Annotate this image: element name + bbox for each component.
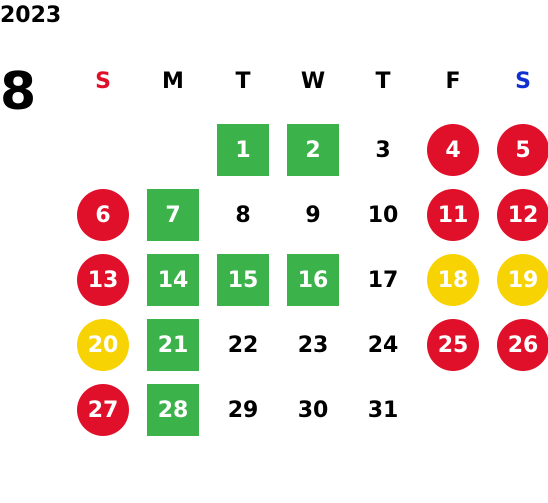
day-cell[interactable]: 4 [427,124,479,176]
day-cell[interactable]: 22 [227,332,259,358]
day-cell[interactable]: 8 [235,202,251,228]
weekday-label: W [300,69,326,94]
weekday-label: M [162,69,184,94]
day-cell[interactable]: 14 [147,254,199,306]
day-cell[interactable]: 23 [297,332,329,358]
day-cell[interactable]: 10 [367,202,399,228]
day-cell[interactable]: 1 [217,124,269,176]
day-cell[interactable]: 7 [147,189,199,241]
calendar-year: 2023 [0,3,62,28]
weekday-label: S [95,69,111,94]
calendar-month: 8 [0,62,37,122]
day-cell[interactable]: 20 [77,319,129,371]
day-cell[interactable]: 18 [427,254,479,306]
day-cell[interactable]: 6 [77,189,129,241]
day-cell[interactable]: 5 [497,124,548,176]
day-cell[interactable]: 19 [497,254,548,306]
day-cell[interactable]: 15 [217,254,269,306]
day-cell[interactable]: 12 [497,189,548,241]
day-cell[interactable]: 26 [497,319,548,371]
weekday-label: T [235,69,251,94]
day-cell[interactable]: 9 [305,202,321,228]
day-cell[interactable]: 25 [427,319,479,371]
day-cell[interactable]: 27 [77,384,129,436]
day-cell[interactable]: 24 [367,332,399,358]
day-cell[interactable]: 30 [297,397,329,423]
weekday-label: F [445,69,461,94]
day-cell[interactable]: 11 [427,189,479,241]
day-cell[interactable]: 17 [367,267,399,293]
day-cell[interactable]: 16 [287,254,339,306]
day-cell[interactable]: 28 [147,384,199,436]
day-cell[interactable]: 2 [287,124,339,176]
day-cell[interactable]: 31 [367,397,399,423]
weekday-label: T [375,69,391,94]
day-cell[interactable]: 29 [227,397,259,423]
weekday-label: S [515,69,531,94]
day-cell[interactable]: 3 [375,137,391,163]
day-cell[interactable]: 21 [147,319,199,371]
day-cell[interactable]: 13 [77,254,129,306]
